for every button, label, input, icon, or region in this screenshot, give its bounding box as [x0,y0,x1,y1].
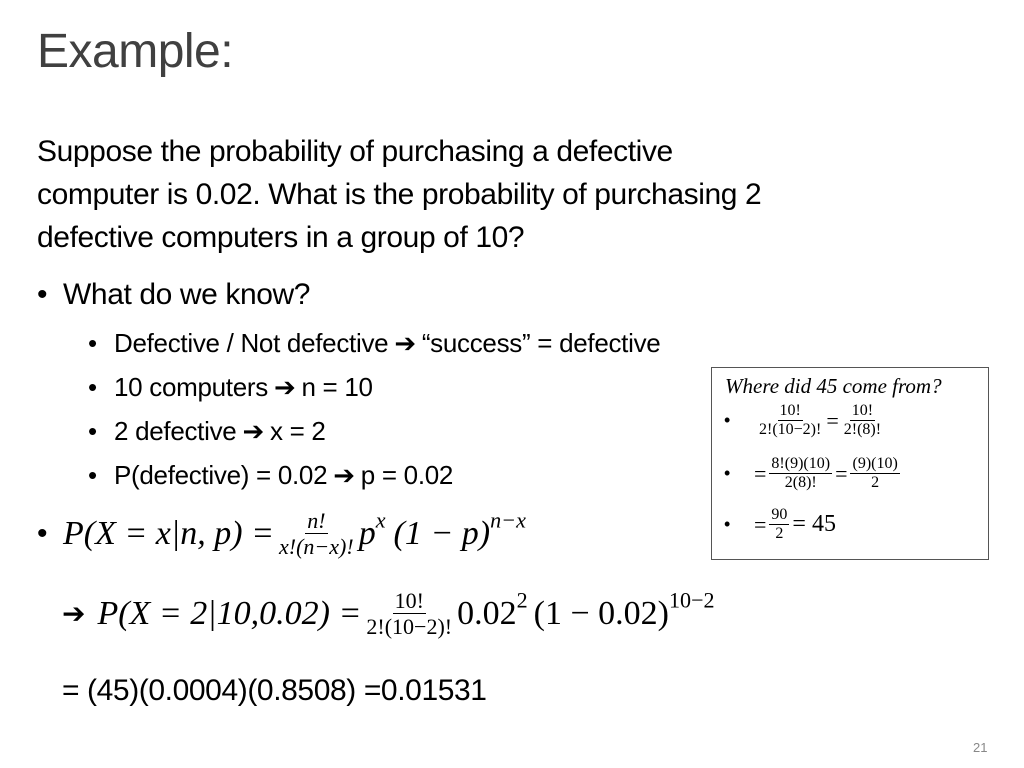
fraction: (9)(10)2 [850,455,900,493]
sub-bullet-right: “success” = defective [421,328,661,358]
numerator: 8!(9)(10) [769,455,833,475]
result-45: = 45 [792,511,836,538]
intro-line-3: defective computers in a group of 10? [37,221,525,254]
formula-specific: ➔ P(X = 2|10,0.02) = 10! 2!(10−2)! 0.022… [62,588,715,640]
denominator: 2 [775,525,784,543]
power-term: (1 − 0.02)10−2 [533,589,715,633]
bullet-what-do-we-know: • What do we know? [37,278,310,312]
power-term: (1 − p)n−x [393,509,526,553]
base: 0.02 [457,594,517,632]
bullet-dot: • [88,328,97,358]
sub-bullet-right: x = 2 [269,416,326,446]
sub-bullet: • Defective / Not defective➔“success” = d… [88,328,661,359]
heavy-right-arrow-icon: ➔ [62,597,86,631]
callout-row-2: • = 8!(9)(10)2(8)! = (9)(10)2 [724,455,903,493]
equals: = [754,460,767,486]
exponent: 2 [516,587,528,613]
numerator: (9)(10) [850,455,900,475]
denominator: 2!(8)! [843,421,882,439]
denominator: 2(8)! [784,474,817,492]
sub-bullet: • 2 defective➔x = 2 [88,416,326,447]
denominator: x!(n−x)! [279,534,354,560]
exponent: x [375,507,386,533]
formula-general: • P(X = x|n, p) = n! x!(n−x)! px (1 − p)… [37,508,526,560]
page-number: 21 [973,740,988,755]
denominator: 2 [871,474,880,492]
heavy-right-arrow-icon: ➔ [333,461,355,491]
sub-bullet-left: 10 computers [114,372,268,402]
sub-bullet-left: Defective / Not defective [114,328,389,358]
numerator: n! [305,508,328,535]
numerator: 10! [849,402,876,422]
bullet-dot: • [88,416,97,446]
bullet-dot: • [37,516,48,550]
intro-line-1: Suppose the probability of purchasing a … [37,135,673,168]
sub-bullet-left: P(defective) = 0.02 [114,460,328,490]
exponent: 10−2 [668,587,715,613]
callout-row-1: • 10!2!(10−2)! = 10!2!(8)! [724,402,886,440]
slide-title: Example: [37,25,234,78]
fraction: 10! 2!(10−2)! [364,588,454,640]
fraction: 10!2!(10−2)! [757,402,823,440]
bullet-dot: • [88,460,97,490]
bullet-dot: • [37,278,48,311]
sub-bullet: • P(defective) = 0.02➔p = 0.02 [88,460,453,491]
sub-bullet-right: n = 10 [301,372,373,402]
heavy-right-arrow-icon: ➔ [273,373,296,403]
bullet-dot: • [724,410,731,431]
bullet-dot: • [88,372,97,402]
heavy-right-arrow-icon: ➔ [242,417,264,447]
exponent: n−x [490,507,526,533]
bullet-text: What do we know? [63,278,311,311]
base: p [358,514,376,552]
equals: = [754,511,767,537]
sub-bullet: • 10 computers➔n = 10 [88,372,373,403]
power-term: px [358,509,386,553]
callout-heading: Where did 45 come from? [725,374,942,398]
fraction: 10!2!(8)! [842,402,883,440]
base: (1 − p) [393,514,491,552]
numerator: 10! [777,402,803,422]
bullet-dot: • [724,514,731,535]
formula-lhs: P(X = x|n, p) = [63,514,275,552]
numerator: 90 [769,506,790,526]
callout-box: Where did 45 come from? • 10!2!(10−2)! =… [711,367,989,560]
numerator: 10! [392,588,426,615]
heavy-right-arrow-icon: ➔ [394,329,416,359]
power-term: 0.022 [457,589,528,633]
equals: = [835,460,848,486]
base: (1 − 0.02) [533,594,669,632]
bullet-dot: • [724,463,731,484]
fraction: n! x!(n−x)! [277,508,356,560]
fraction: 8!(9)(10)2(8)! [769,455,833,493]
denominator: 2!(10−2)! [366,614,453,640]
intro-line-2: computer is 0.02. What is the probabilit… [37,178,762,211]
sub-bullet-left: 2 defective [114,416,237,446]
result-line: = (45)(0.0004)(0.8508) =0.01531 [62,674,487,707]
equals: = [826,407,839,433]
formula-lhs: P(X = 2|10,0.02) = [97,594,362,632]
sub-bullet-right: p = 0.02 [360,460,454,490]
denominator: 2!(10−2)! [759,421,822,439]
